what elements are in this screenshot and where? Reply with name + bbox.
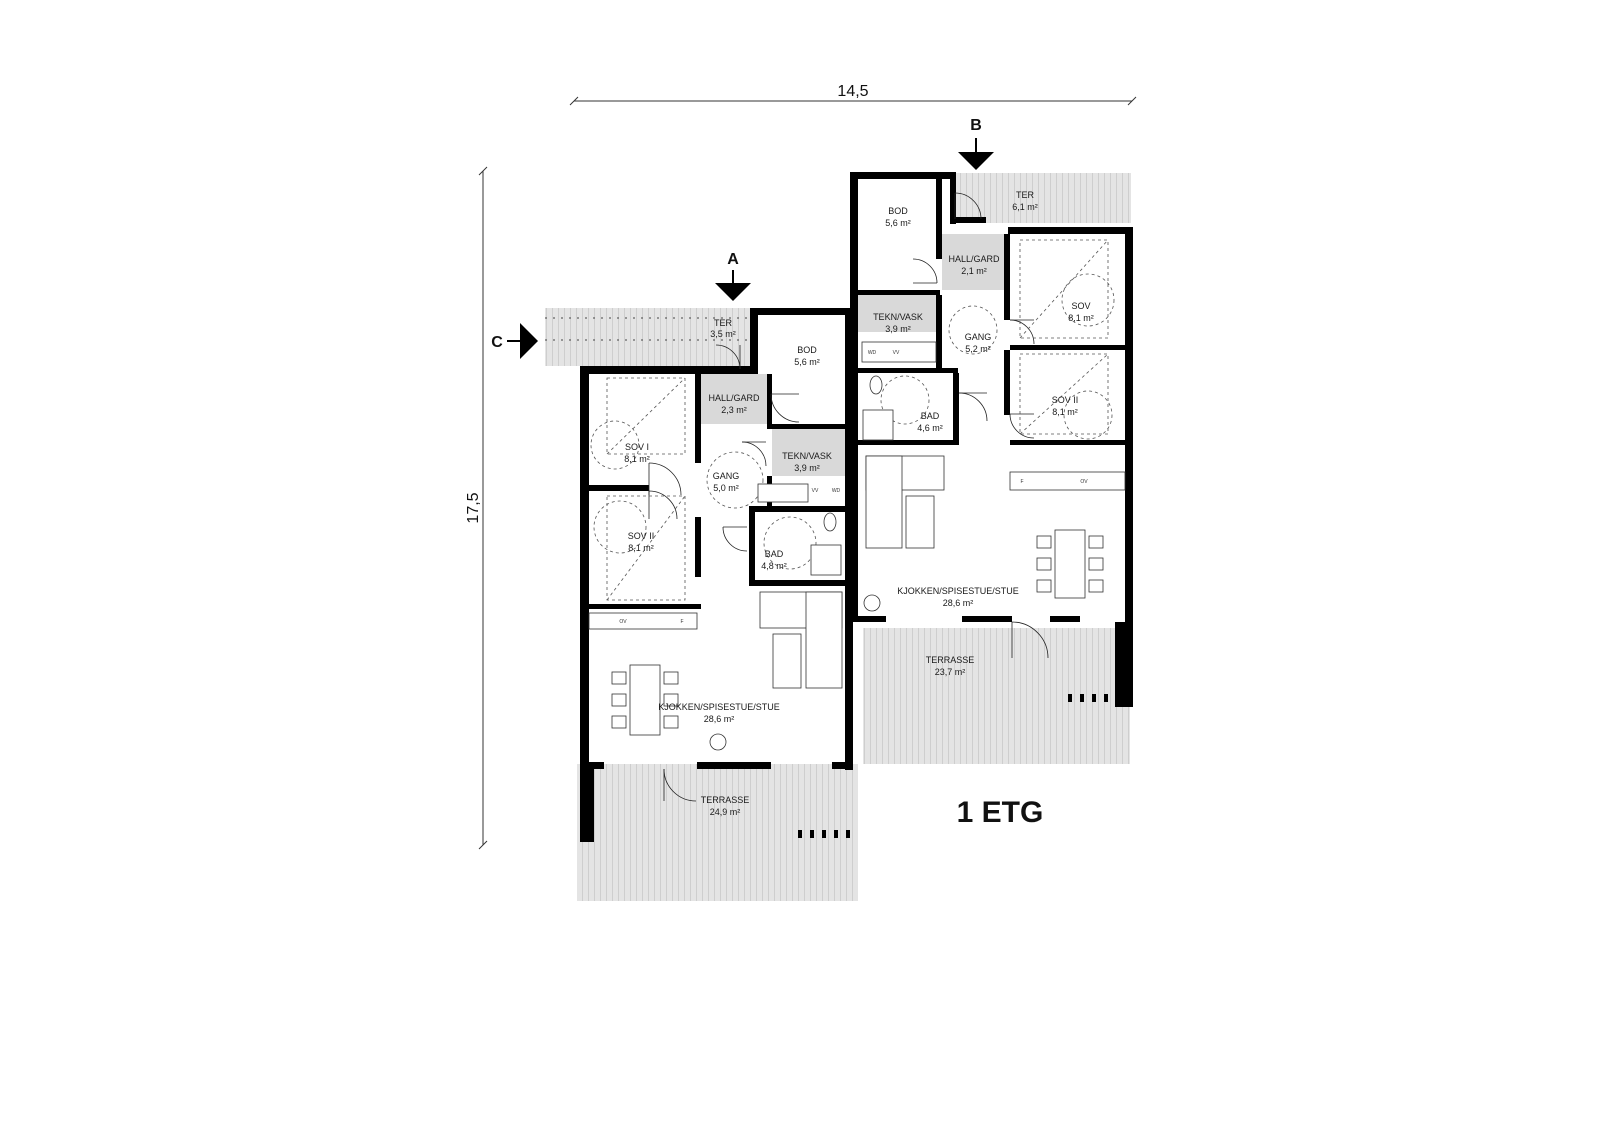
room-label-text: 6,1 m²: [1012, 202, 1038, 212]
appliance-vv-right: VV: [893, 350, 900, 356]
room-sov2-left: SOV II 8,1 m²: [628, 531, 655, 553]
section-b-label: B: [970, 117, 982, 134]
section-c-label: C: [491, 334, 503, 351]
dimension-height: 17,5: [465, 166, 488, 850]
room-label-text: 3,5 m²: [710, 329, 736, 339]
room-label-text: TERRASSE: [701, 795, 750, 805]
room-label-text: 23,7 m²: [935, 667, 966, 677]
room-tekn-right: TEKN/VASK 3,9 m²: [873, 312, 923, 334]
appliance-ov-right: OV: [1080, 479, 1088, 485]
room-gang-left: GANG 5,0 m²: [713, 471, 740, 493]
room-label-text: BOD: [797, 345, 817, 355]
room-label-text: SOV I: [625, 442, 649, 452]
room-label-text: 3,9 m²: [885, 324, 911, 334]
floor-title: 1 ETG: [957, 796, 1044, 829]
beds: [606, 239, 1109, 601]
room-label-text: SOV II: [1052, 395, 1079, 405]
room-label-text: 8,1 m²: [1052, 407, 1078, 417]
room-hall-right: HALL/GARD 2,1 m²: [948, 254, 1000, 276]
room-label-text: HALL/GARD: [948, 254, 1000, 264]
stair-treads: [545, 317, 755, 341]
appliance-f-right: F: [1020, 479, 1023, 485]
room-label-text: 8,1 m²: [628, 543, 654, 553]
section-a-label: A: [727, 251, 739, 268]
room-label-text: TER: [714, 318, 733, 328]
room-ter-right: TER 6,1 m²: [1012, 190, 1038, 212]
room-label-text: 28,6 m²: [943, 598, 974, 608]
room-label-text: 5,6 m²: [885, 218, 911, 228]
room-bad-right: BAD 4,6 m²: [917, 411, 943, 433]
room-label-text: 24,9 m²: [710, 807, 741, 817]
appliance-vv-left: VV: [812, 488, 819, 494]
room-label-text: 2,1 m²: [961, 266, 987, 276]
terrace-left-deck: [577, 764, 858, 901]
room-terrasse-right: TERRASSE 23,7 m²: [926, 655, 975, 677]
room-label-text: 4,6 m²: [917, 423, 943, 433]
room-label-text: SOV II: [628, 531, 655, 541]
room-label-text: TEKN/VASK: [873, 312, 923, 322]
room-sov1-left: SOV I 8,1 m²: [624, 442, 650, 464]
room-label-text: 5,6 m²: [794, 357, 820, 367]
dimension-width-label: 14,5: [837, 83, 868, 100]
walls-right-unit: [850, 172, 1133, 707]
appliance-wd-right: WD: [868, 350, 877, 356]
room-label-text: 28,6 m²: [704, 714, 735, 724]
room-hall-left: HALL/GARD 2,3 m²: [708, 393, 760, 415]
room-kjokken-right: KJOKKEN/SPISESTUE/STUE 28,6 m²: [897, 586, 1019, 608]
room-label-text: SOV: [1071, 301, 1090, 311]
appliance-ov-left: OV: [619, 619, 627, 625]
room-label-text: 8,1 m²: [1068, 313, 1094, 323]
room-terrasse-left: TERRASSE 24,9 m²: [701, 795, 750, 817]
dimension-height-label: 17,5: [465, 492, 482, 523]
bathroom-fixtures: [757, 341, 937, 576]
room-bad-left: BAD 4,8 m²: [761, 549, 787, 571]
section-marker-a: A: [715, 251, 751, 301]
room-label-text: 8,1 m²: [624, 454, 650, 464]
room-label-text: BOD: [888, 206, 908, 216]
room-label-text: BAD: [765, 549, 784, 559]
appliance-wd-left: WD: [832, 488, 841, 494]
terrace-railing-posts: [798, 694, 1108, 838]
dimension-width: 14,5: [569, 83, 1137, 106]
room-label-text: GANG: [965, 332, 992, 342]
terrace-right-deck: [863, 628, 1130, 764]
turning-circles: [590, 273, 1115, 570]
room-label-text: BAD: [921, 411, 940, 421]
room-label-text: TERRASSE: [926, 655, 975, 665]
room-label-text: 5,2 m²: [965, 344, 991, 354]
room-label-text: 2,3 m²: [721, 405, 747, 415]
room-sov2-right: SOV II 8,1 m²: [1052, 395, 1079, 417]
room-sov1-right: SOV 8,1 m²: [1068, 301, 1094, 323]
room-label-text: KJOKKEN/SPISESTUE/STUE: [658, 702, 780, 712]
section-marker-c: C: [491, 323, 538, 359]
section-marker-b: B: [958, 117, 994, 170]
room-label-text: 3,9 m²: [794, 463, 820, 473]
service-room-shading: [701, 234, 1004, 476]
room-label-text: KJOKKEN/SPISESTUE/STUE: [897, 586, 1019, 596]
terrace-top-right-deck: [955, 173, 1131, 223]
doors: [648, 192, 1049, 802]
room-label-text: HALL/GARD: [708, 393, 760, 403]
room-label-text: TER: [1016, 190, 1035, 200]
room-kjokken-left: KJOKKEN/SPISESTUE/STUE 28,6 m²: [658, 702, 780, 724]
room-label-text: 5,0 m²: [713, 483, 739, 493]
appliance-f-left: F: [680, 619, 683, 625]
furniture-right-living: [863, 455, 1126, 612]
room-tekn-left: TEKN/VASK 3,9 m²: [782, 451, 832, 473]
room-bod-left: BOD 5,6 m²: [794, 345, 820, 367]
room-label-text: 4,8 m²: [761, 561, 787, 571]
room-gang-right: GANG 5,2 m²: [965, 332, 992, 354]
walls-left-unit: [580, 308, 853, 842]
room-label-text: TEKN/VASK: [782, 451, 832, 461]
room-bod-right: BOD 5,6 m²: [885, 206, 911, 228]
furniture-left-living: [588, 591, 843, 751]
room-label-text: GANG: [713, 471, 740, 481]
